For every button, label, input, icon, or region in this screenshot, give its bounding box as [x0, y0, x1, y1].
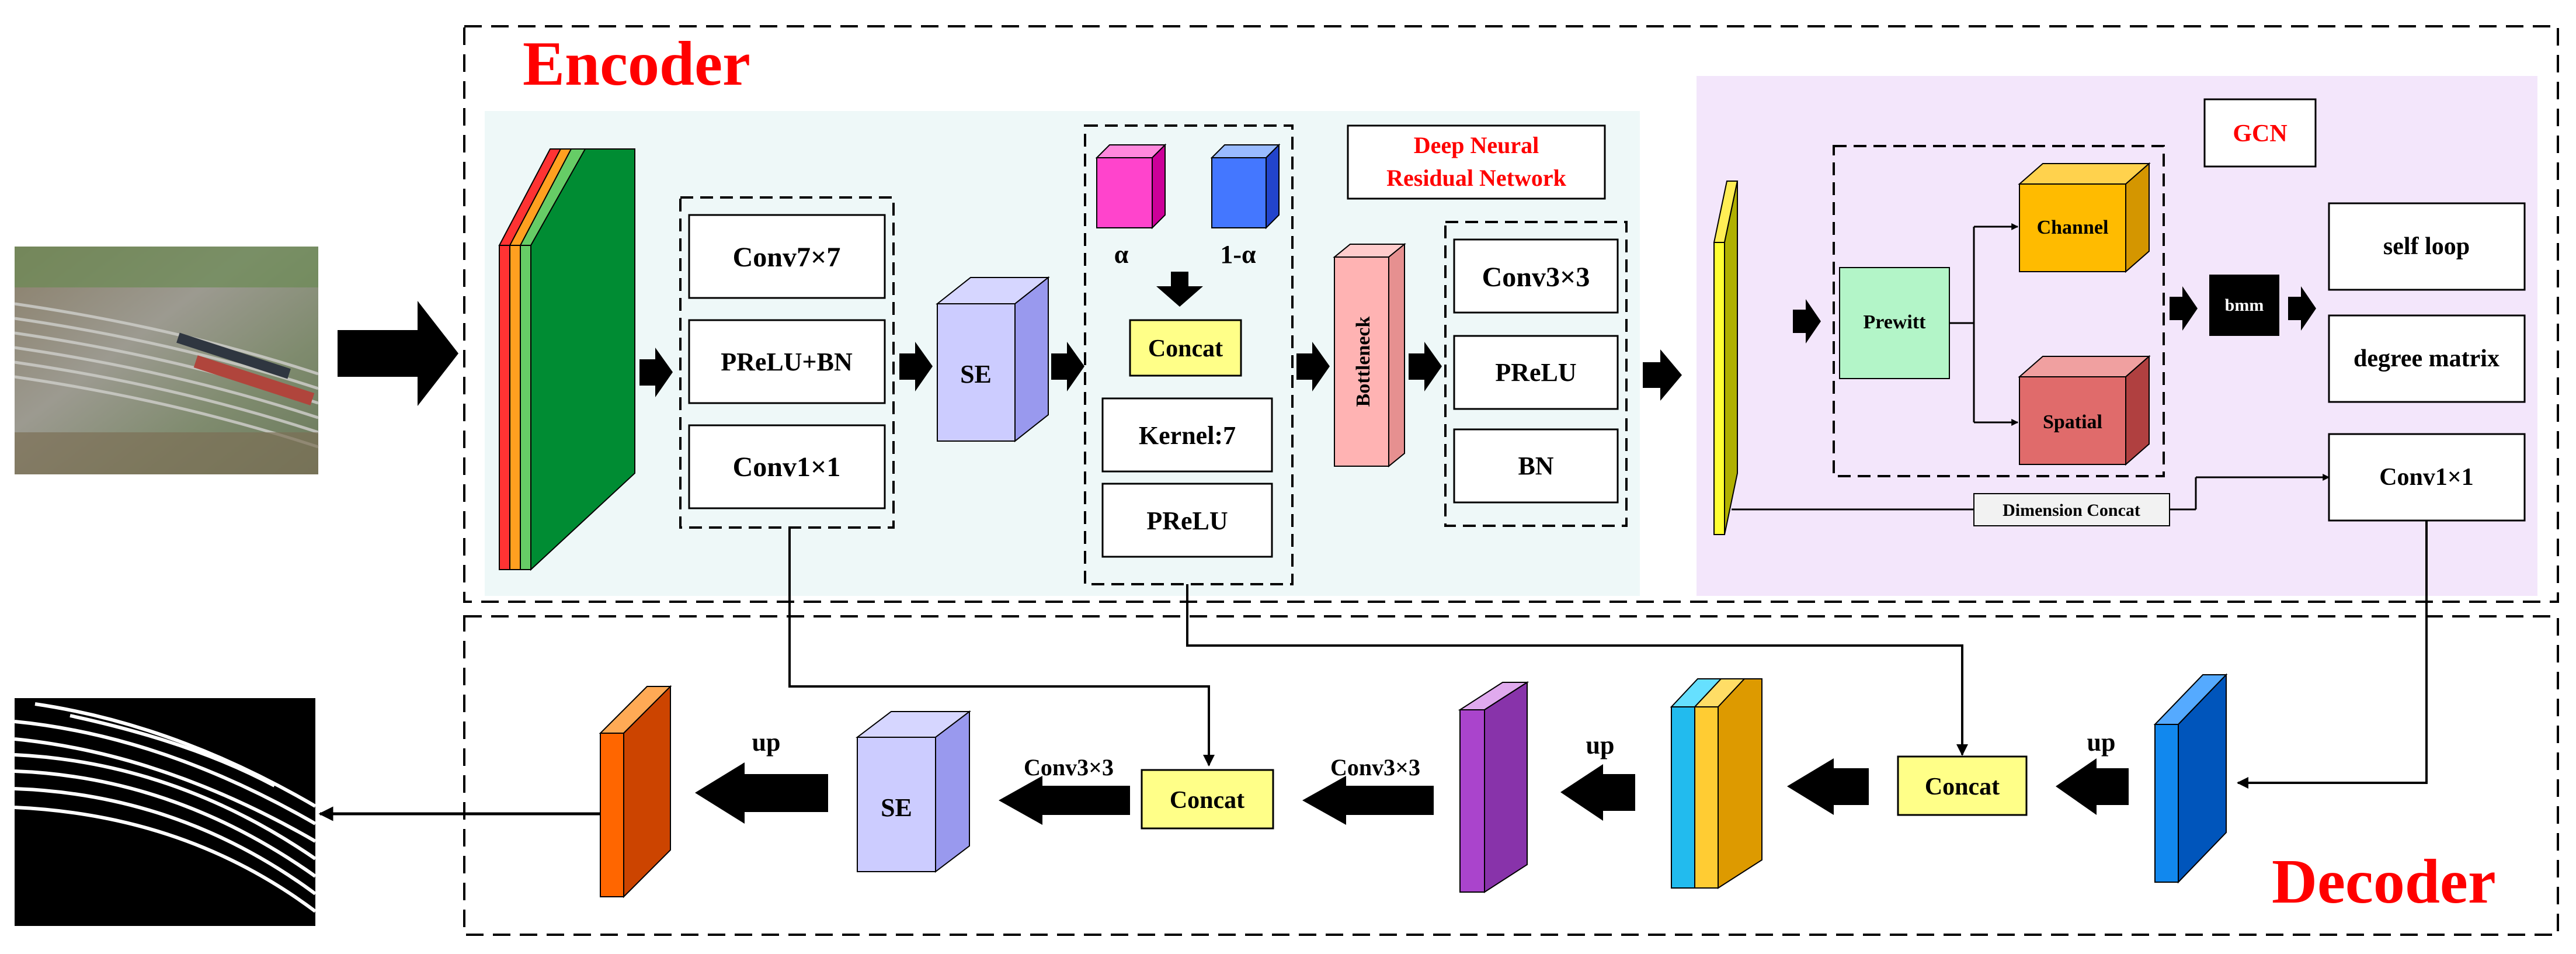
skip-connections — [788, 521, 2428, 789]
one-minus-alpha-cube — [1210, 143, 1281, 230]
arrow-slab-to-prewitt — [1793, 299, 1821, 344]
gcn-attention-group — [1833, 145, 2165, 477]
arrow-concat1-to-stack — [1787, 758, 1869, 815]
conv1-box — [688, 424, 886, 509]
arrow-stack-to-block1 — [639, 348, 673, 397]
resnet-label-box — [1347, 124, 1606, 200]
conv3b-label: Conv3×3 — [1024, 754, 1114, 780]
decoder-dashed-frame — [463, 615, 2559, 936]
arrow-bmm-to-self-loop — [2288, 286, 2316, 331]
resnet-label-line1: Deep Neural — [1414, 132, 1539, 158]
arrow-conv3a — [1302, 776, 1434, 825]
arrow-encoder-to-gcn — [1643, 349, 1682, 401]
degree-matrix-label: degree matrix — [2353, 345, 2499, 372]
conv7-box — [688, 214, 886, 299]
kernel-label: Kernel:7 — [1139, 421, 1236, 450]
gcn-conv1-label: Conv1×1 — [2379, 464, 2474, 491]
arrow-attention-to-bottleneck — [1296, 342, 1330, 391]
conv3-label: Conv3×3 — [1482, 262, 1590, 293]
dimension-concat-connector — [1732, 474, 2330, 511]
prewitt-box — [1839, 267, 1950, 379]
block2-prelu-box — [1453, 335, 1619, 410]
alpha-label: α — [1114, 240, 1129, 269]
channel-label: Channel — [2037, 217, 2109, 238]
alpha-cube — [1095, 143, 1167, 230]
bmm-box — [2209, 275, 2279, 336]
gcn-connectors — [1949, 223, 2019, 426]
se-decoder-cube — [856, 710, 971, 873]
arrow-se-to-attention — [1051, 342, 1084, 391]
up2-label: up — [1586, 731, 1615, 759]
attention-prelu-label: PReLU — [1146, 507, 1228, 535]
se-encoder-cube — [936, 276, 1050, 443]
decoder-feature-blue — [2153, 673, 2228, 884]
input-satellite-image — [14, 247, 319, 474]
spatial-label: Spatial — [2043, 411, 2102, 433]
up3-label: up — [752, 728, 781, 757]
arrow-up2 — [1560, 764, 1635, 821]
degree-matrix-box — [2328, 314, 2526, 403]
decoder-feature-stack — [1670, 678, 1762, 889]
spatial-cube — [2018, 355, 2151, 466]
block1-group — [679, 196, 895, 529]
decoder-feature-purple — [1458, 681, 1529, 893]
encoder-title: Encoder — [523, 29, 750, 99]
one-minus-alpha-label: 1-α — [1220, 240, 1256, 269]
dimension-concat-box — [1973, 493, 2170, 526]
bn-box — [1453, 428, 1619, 504]
arrow-attention-to-bmm — [2170, 286, 2198, 331]
decoder-concat1-label: Concat — [1925, 773, 2000, 800]
resnet-label-line2: Residual Network — [1386, 165, 1567, 191]
self-loop-box — [2328, 202, 2526, 291]
encoder-concat-label: Concat — [1148, 335, 1223, 362]
arrow-conv3b — [999, 776, 1130, 825]
arrow-down-to-concat — [1156, 272, 1203, 307]
decoder-title: Decoder — [2272, 847, 2496, 917]
input-arrow — [338, 301, 458, 406]
arrow-up1 — [2056, 758, 2129, 815]
up1-label: up — [2087, 728, 2116, 757]
bn-label: BN — [1518, 452, 1553, 480]
conv3-box — [1453, 238, 1619, 314]
conv7-label: Conv7×7 — [733, 242, 841, 273]
arrow-up3 — [695, 762, 828, 824]
conv3a-label: Conv3×3 — [1330, 754, 1420, 780]
encoder-feature-stack — [498, 148, 635, 571]
self-loop-label: self loop — [2383, 233, 2470, 260]
conv1-label: Conv1×1 — [733, 452, 841, 483]
block2-prelu-label: PReLU — [1495, 358, 1576, 387]
encoder-concat-box — [1129, 319, 1242, 377]
channel-cube — [2018, 162, 2151, 273]
prewitt-label: Prewitt — [1864, 311, 1927, 333]
bottleneck-label: Bottleneck — [1353, 316, 1374, 407]
attention-group — [1084, 124, 1294, 585]
gcn-title-box — [2203, 98, 2317, 168]
se-decoder-label: SE — [881, 793, 912, 822]
decoder-concat2-box — [1141, 769, 1274, 830]
dimension-concat-label: Dimension Concat — [2003, 501, 2140, 520]
output-segmentation-mask — [14, 698, 317, 926]
arrow-bottleneck-to-block2 — [1409, 342, 1442, 391]
gcn-title: GCN — [2233, 120, 2287, 147]
decoder-feature-orange — [599, 685, 672, 899]
block2-group — [1444, 221, 1628, 527]
attention-prelu-box — [1101, 483, 1273, 558]
se-encoder-label: SE — [960, 360, 992, 388]
prelu-bn-box — [688, 319, 886, 404]
kernel-box — [1101, 397, 1273, 473]
gcn-feature-slab — [1713, 181, 1739, 535]
decoder-concat1-box — [1897, 755, 2028, 816]
encoder-dashed-frame — [463, 25, 2559, 603]
arrow-block1-to-se — [899, 342, 933, 391]
bmm-label: bmm — [2225, 296, 2264, 315]
bottleneck-block — [1333, 242, 1406, 468]
prelu-bn-label: PReLU+BN — [721, 348, 853, 376]
decoder-concat2-label: Concat — [1170, 787, 1244, 814]
